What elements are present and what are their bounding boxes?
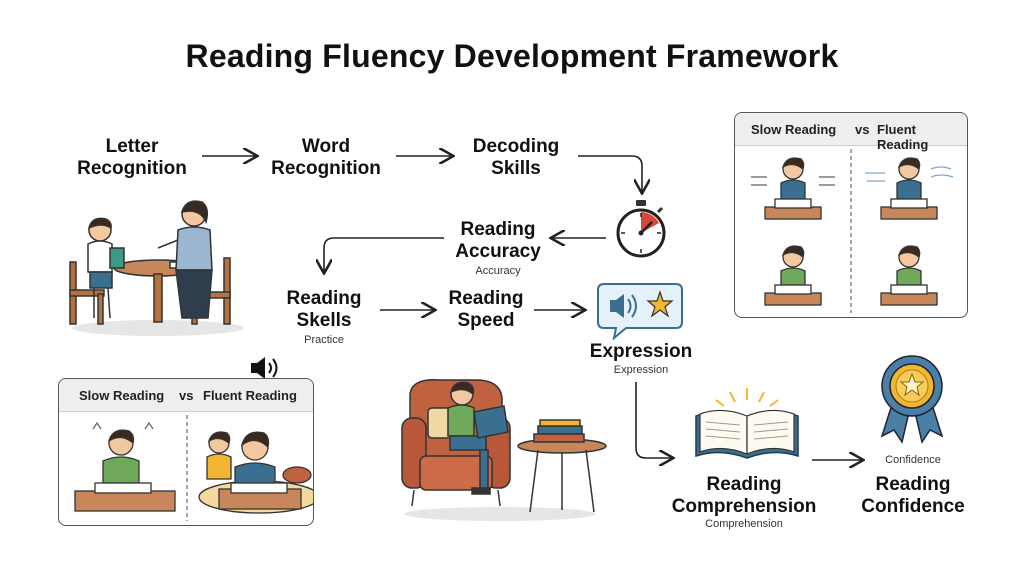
label-slow-reading: Slow Reading xyxy=(751,122,837,137)
medal-icon xyxy=(880,355,944,444)
open-book-icon xyxy=(695,388,799,459)
node-reading-confidence-subtitle: Confidence xyxy=(885,454,941,466)
node-reading-comprehension-subtitle: Comprehension xyxy=(705,518,783,530)
node-reading-comprehension: Reading Comprehension xyxy=(671,474,817,517)
node-expression: Expression xyxy=(589,341,693,362)
node-reading-accuracy: Reading Accuracy xyxy=(455,219,541,262)
star-icon xyxy=(646,290,674,318)
speech-bubble-icon xyxy=(597,283,683,341)
node-reading-accuracy-subtitle: Accuracy xyxy=(475,265,521,277)
page-title: Reading Fluency Development Framework xyxy=(185,38,839,74)
label-vs: vs xyxy=(855,122,870,137)
comparison-panel-header: Slow Reading vs Fluent Reading xyxy=(59,379,313,412)
comparison-panel-top-right: Slow Reading vs Fluent Reading xyxy=(734,112,968,318)
label-fluent-reading: Fluent Reading xyxy=(203,388,297,403)
arrow-expression-to-comprehension xyxy=(635,382,672,458)
arrow-accuracy-to-skills xyxy=(324,237,444,272)
node-reading-speed: Reading Speed xyxy=(448,288,524,331)
comparison-panel-bottom-left: Slow Reading vs Fluent Reading xyxy=(58,378,314,526)
label-vs: vs xyxy=(179,388,194,403)
node-reading-skills: Reading Skells xyxy=(286,288,362,331)
child-figure xyxy=(447,381,509,495)
comparison-illustrations xyxy=(751,149,954,313)
child-figure xyxy=(87,217,125,319)
node-decoding-skills: Decoding Skills xyxy=(472,136,560,179)
node-word-recognition: Word Recognition xyxy=(271,136,381,179)
node-expression-subtitle: Expression xyxy=(613,364,669,376)
stopwatch-icon xyxy=(616,200,666,258)
comparison-panel-header: Slow Reading vs Fluent Reading xyxy=(735,113,967,152)
child-armchair-reading-illustration xyxy=(401,379,607,521)
label-fluent-reading: Fluent Reading xyxy=(877,122,929,152)
node-reading-skills-subtitle: Practice xyxy=(304,334,344,346)
node-reading-confidence: Reading Confidence xyxy=(861,474,965,517)
arrow-decoding-to-timer xyxy=(578,155,642,192)
speaker-icon xyxy=(251,357,278,379)
comparison-illustrations xyxy=(74,415,313,521)
parent-figure xyxy=(157,200,213,319)
label-slow-reading: Slow Reading xyxy=(79,388,165,403)
node-letter-recognition: Letter Recognition xyxy=(77,136,187,179)
parent-child-reading-illustration xyxy=(69,200,244,336)
speaker-icon xyxy=(610,294,637,318)
